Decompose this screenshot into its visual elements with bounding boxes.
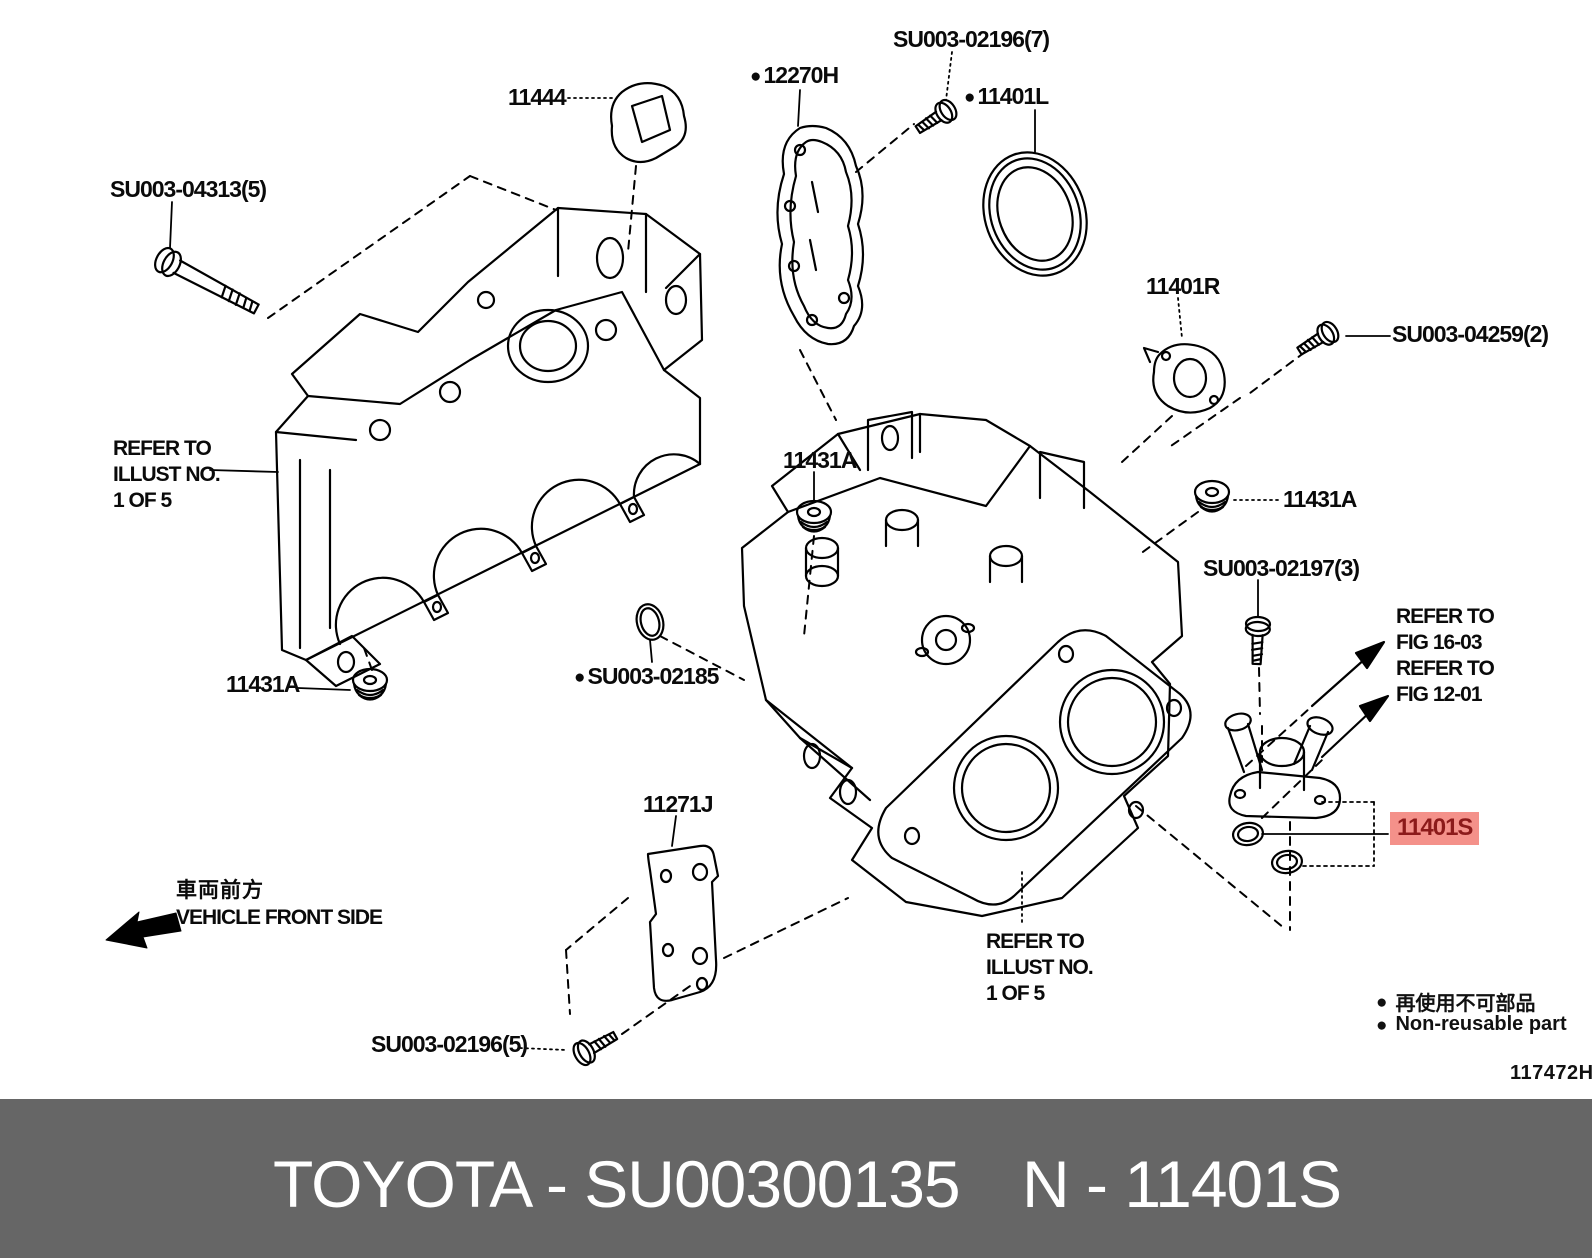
diagram-line-art [105,51,1391,1067]
oil-seal-11401l-illustration [982,151,1088,277]
leader-lines [169,51,1391,1051]
guide-dashed-lines [267,123,1323,1035]
legend-non-reusable-en: ● Non-reusable part [1376,1013,1567,1036]
part-label-11431a-right[interactable]: 11431A [1283,486,1357,512]
part-number-text: 12270H [763,62,839,88]
non-reusable-marker-icon: ● [964,87,976,109]
refer-fig-16-03-arrow-icon [1310,640,1386,708]
engine-block-right-illustration [740,410,1192,918]
non-reusable-marker-icon: ● [1376,992,1388,1013]
footer-catalog-code: TOYOTA - SU00300135 [273,1147,961,1221]
part-label-su003-04313-5[interactable]: SU003-04313(5) [110,176,267,202]
part-label-11271j[interactable]: 11271J [643,791,713,817]
plug-11431a-left-illustration [351,667,389,701]
vehicle-front-side-en: VEHICLE FRONT SIDE [176,906,383,929]
footer-figure-code: N - 11401S [1022,1147,1342,1221]
bolt-su003-02197-illustration [1244,615,1272,666]
insulator-11444-illustration [610,81,687,164]
legend-non-reusable-jp: ● 再使用不可部品 [1376,987,1535,1016]
drawing-number: 117472H [1510,1062,1592,1084]
note-refer-illust-left: REFER TO ILLUST NO. 1 OF 5 [113,437,221,513]
part-label-12270h[interactable]: ● 12270H [750,62,839,89]
legend-text-jp: 再使用不可部品 [1395,993,1536,1015]
part-label-11401l[interactable]: ● 11401L [964,83,1049,110]
retainer-11401r-illustration [1142,343,1226,414]
vehicle-front-side-jp: 車両前方 [176,879,264,902]
part-number-text: SU003-02185 [587,663,719,689]
note-refer-illust-bottom: REFER TO ILLUST NO. 1 OF 5 [986,930,1094,1006]
part-label-11431a-left[interactable]: 11431A [226,671,300,697]
plug-11431a-top-illustration [795,499,833,533]
non-reusable-marker-icon: ● [1376,1015,1388,1036]
part-label-11431a-top[interactable]: 11431A [783,447,857,473]
note-refer-fig-16-03: REFER TO FIG 16-03 [1396,605,1495,655]
part-label-11401s-highlighted[interactable]: 11401S [1390,812,1480,845]
legend-text-en: Non-reusable part [1395,1013,1567,1035]
water-inlet-11401s-illustration [1224,712,1342,875]
engine-block-left-illustration [274,206,704,688]
part-label-11401r[interactable]: 11401R [1146,273,1220,299]
refer-fig-12-01-arrow-icon [1320,694,1390,759]
part-label-11444[interactable]: 11444 [508,84,567,110]
part-label-su003-02197-3[interactable]: SU003-02197(3) [1203,555,1360,581]
bracket-11271j-illustration [646,844,720,1002]
bolt-su003-02196-7-illustration [914,98,958,135]
note-refer-fig-12-01: REFER TO FIG 12-01 [1396,657,1495,707]
non-reusable-marker-icon: ● [750,66,762,88]
bolt-su003-04259-illustration [1296,320,1340,356]
oring-su003-02185-illustration [635,603,665,641]
bolt-su003-02196-5-illustration [572,1030,619,1067]
plug-11431a-right-illustration [1193,479,1231,513]
part-label-su003-02196-7[interactable]: SU003-02196(7) [893,26,1050,52]
part-number-text: 11401L [977,83,1049,109]
part-label-su003-02185[interactable]: ● SU003-02185 [574,663,719,690]
bolt-su003-04313-illustration [154,246,260,315]
part-label-su003-04259-2[interactable]: SU003-04259(2) [1392,321,1549,347]
callout-bracket-11401s [1261,801,1389,867]
non-reusable-marker-icon: ● [574,667,586,689]
vehicle-front-arrow-icon [105,911,182,949]
part-label-su003-02196-5[interactable]: SU003-02196(5) [371,1031,528,1057]
gasket-12270h-illustration [776,124,865,346]
footer-bar: TOYOTA - SU00300135 N - 11401S [0,1099,1592,1258]
